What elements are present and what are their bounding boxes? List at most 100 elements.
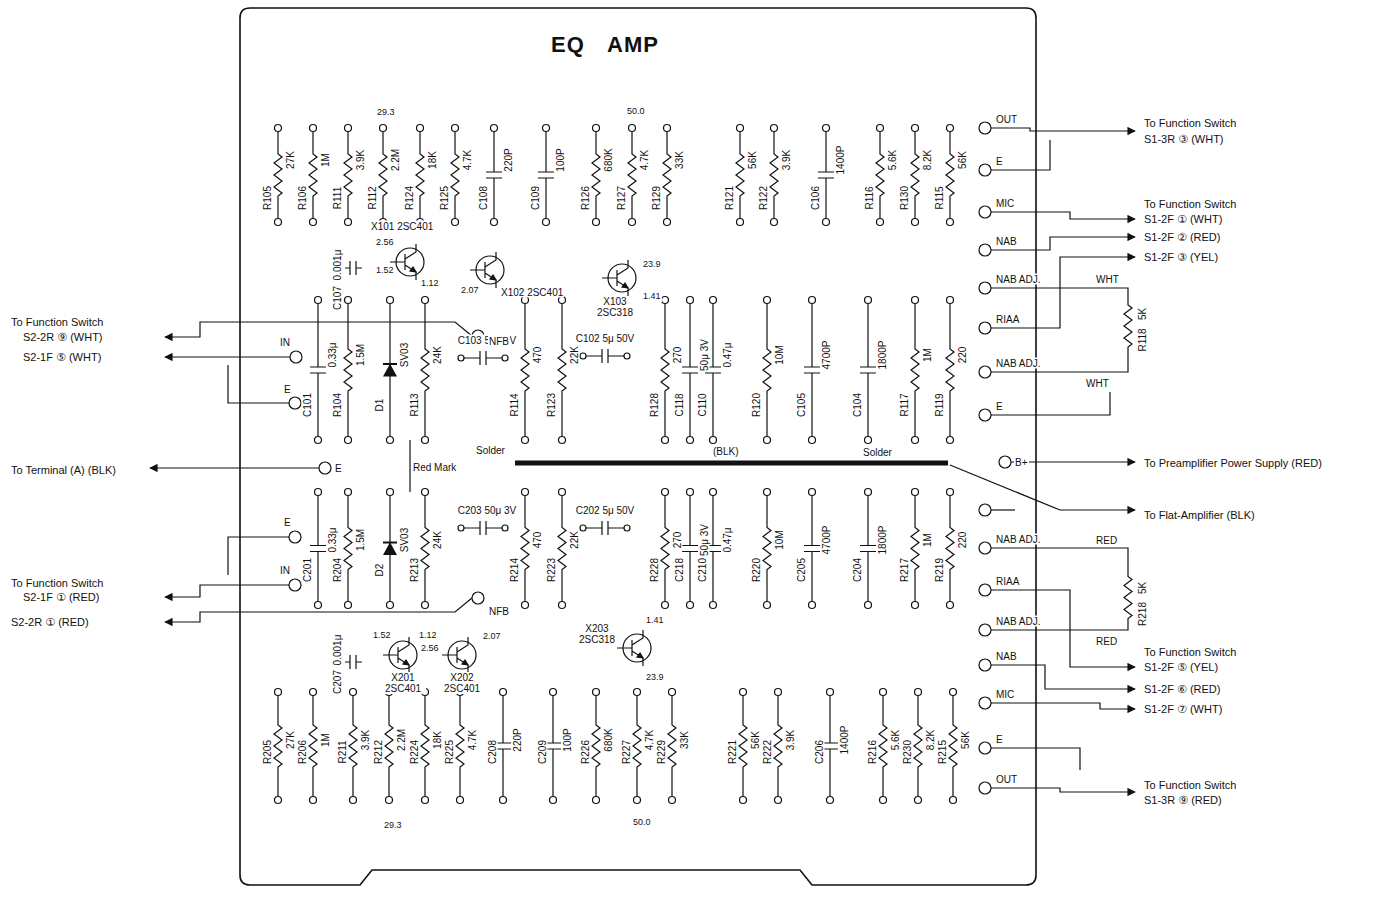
solder-pad xyxy=(386,797,393,804)
wire-destination: S1-2F ⑦ (WHT) xyxy=(1143,703,1223,715)
reference-designator: R214 xyxy=(509,557,520,583)
component-value: 680K xyxy=(603,727,614,752)
solder-pad xyxy=(999,456,1011,468)
solder-pad xyxy=(809,437,816,444)
wire-destination: To Function Switch xyxy=(1143,117,1237,129)
signal-wire xyxy=(991,665,1135,689)
voltage-reading: 29.3 xyxy=(376,108,396,118)
solder-pad xyxy=(422,797,429,804)
component-value: 220 xyxy=(957,346,968,365)
resistor-symbol xyxy=(421,695,429,797)
solder-pad xyxy=(710,489,717,496)
wire-destination: S1-3R ⑨ (RED) xyxy=(1143,794,1223,806)
solder-pad xyxy=(764,489,771,496)
component-value: 3.9K xyxy=(360,729,371,752)
board-outline xyxy=(240,8,1036,885)
component-value: 24K xyxy=(432,345,443,365)
solder-pad xyxy=(979,322,991,334)
reference-designator: R219 xyxy=(934,557,945,583)
solder-pad xyxy=(422,437,429,444)
solder-pad xyxy=(947,297,954,304)
emitter-arrow xyxy=(637,653,643,658)
terminal-name: B+ xyxy=(1014,457,1029,468)
solder-pad xyxy=(580,353,586,359)
board-wire xyxy=(991,392,1110,415)
component-value: 2.2M xyxy=(390,148,401,172)
solder-pad xyxy=(809,297,816,304)
solder-pad xyxy=(593,797,600,804)
reference-designator: R206 xyxy=(297,739,308,765)
terminal-name: NFB xyxy=(488,336,510,347)
component-value: 220 xyxy=(957,531,968,550)
wire-colour: WHT xyxy=(1095,274,1120,285)
terminal-name: OUT xyxy=(995,114,1018,125)
terminal-name: E xyxy=(334,463,343,474)
board-wire xyxy=(991,748,1080,770)
solder-pad xyxy=(310,689,317,696)
reference-designator: R128 xyxy=(649,392,660,418)
solder-pad xyxy=(865,602,872,609)
component-value: 27K xyxy=(285,150,296,170)
resistor-symbol xyxy=(911,303,919,437)
solder-pad xyxy=(737,219,744,226)
resistor-symbol xyxy=(633,695,641,797)
reference-designator: R215 xyxy=(937,739,948,765)
reference-designator: D1 xyxy=(374,398,385,413)
board-wire xyxy=(409,440,410,492)
resistor-symbol xyxy=(946,303,954,437)
schematic-group xyxy=(150,8,1135,885)
solder-pad xyxy=(771,219,778,226)
reference-designator: R113 xyxy=(409,392,420,417)
solder-pad xyxy=(740,797,747,804)
solder-pad xyxy=(522,297,529,304)
board-title: EQ AMP xyxy=(551,32,659,58)
solder-pad xyxy=(764,602,771,609)
solder-pad xyxy=(880,797,887,804)
voltage-reading: 2.56 xyxy=(375,238,395,248)
resistor-symbol xyxy=(385,695,393,797)
terminal-name: MIC xyxy=(995,198,1015,209)
solder-pad xyxy=(350,689,357,696)
voltage-reading: 23.9 xyxy=(642,260,662,270)
voltage-reading: 29.3 xyxy=(383,821,403,831)
transistor-leads xyxy=(383,637,409,673)
component-value: 3.9K xyxy=(785,729,796,752)
solder-pad xyxy=(662,297,669,304)
component-value: 4.7K xyxy=(639,149,650,172)
component-value: 5K xyxy=(1137,307,1148,321)
solder-pad xyxy=(687,602,694,609)
reference-designator: R118 xyxy=(1137,327,1148,352)
voltage-reading: 50.0 xyxy=(632,818,652,828)
solder-pad xyxy=(345,125,352,132)
solder-pad xyxy=(827,797,834,804)
solder-pad xyxy=(915,689,922,696)
solder-pad xyxy=(912,489,919,496)
signal-wire xyxy=(1011,461,1135,462)
solder-pad xyxy=(687,437,694,444)
reference-designator: R221 xyxy=(727,739,738,765)
solder-pad xyxy=(290,351,302,363)
reference-designator: C110 xyxy=(697,392,708,417)
reference-designator: C210 xyxy=(697,557,708,583)
solder-pad xyxy=(422,489,429,496)
emitter-arrow xyxy=(490,275,496,280)
solder-pad xyxy=(912,297,919,304)
reference-designator: C208 xyxy=(487,739,498,765)
solder-pad xyxy=(877,125,884,132)
component-value: 22K xyxy=(569,530,580,550)
reference-designator: C105 xyxy=(796,392,807,418)
reference-designator: C118 xyxy=(674,392,685,417)
solder-pad xyxy=(387,437,394,444)
solder-pad xyxy=(593,689,600,696)
solder-pad xyxy=(559,297,566,304)
resistor-symbol xyxy=(911,131,919,219)
reference-designator: R123 xyxy=(546,392,557,418)
wire-destination: To Function Switch xyxy=(10,316,104,328)
voltage-reading: 2.56 xyxy=(420,644,440,654)
capacitor-symbol xyxy=(461,521,505,535)
component-value: 4700P xyxy=(821,525,832,556)
resistor-symbol xyxy=(592,131,600,219)
reference-designator: C204 xyxy=(852,557,863,583)
solder-pad xyxy=(310,797,317,804)
